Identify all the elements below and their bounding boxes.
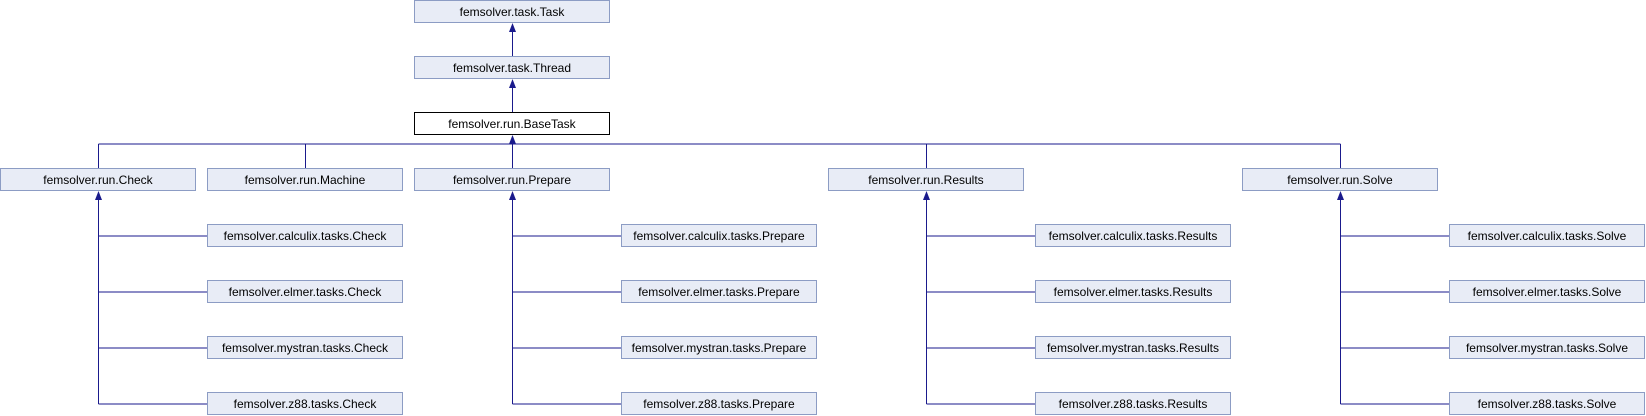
- node-femsolver-calculix-tasks-prepare[interactable]: femsolver.calculix.tasks.Prepare: [621, 224, 817, 247]
- node-femsolver-z88-tasks-check[interactable]: femsolver.z88.tasks.Check: [207, 392, 403, 415]
- edge-arrowhead: [509, 23, 516, 32]
- node-femsolver-calculix-tasks-solve[interactable]: femsolver.calculix.tasks.Solve: [1449, 224, 1645, 247]
- edge-arrowhead: [509, 79, 516, 88]
- node-femsolver-mystran-tasks-prepare[interactable]: femsolver.mystran.tasks.Prepare: [621, 336, 817, 359]
- node-femsolver-mystran-tasks-results[interactable]: femsolver.mystran.tasks.Results: [1035, 336, 1231, 359]
- node-femsolver-run-results[interactable]: femsolver.run.Results: [828, 168, 1024, 191]
- node-femsolver-run-solve[interactable]: femsolver.run.Solve: [1242, 168, 1438, 191]
- node-femsolver-elmer-tasks-solve[interactable]: femsolver.elmer.tasks.Solve: [1449, 280, 1645, 303]
- node-femsolver-task-thread[interactable]: femsolver.task.Thread: [414, 56, 610, 79]
- node-femsolver-run-check[interactable]: femsolver.run.Check: [0, 168, 196, 191]
- edge-arrowhead: [1337, 191, 1344, 200]
- node-femsolver-z88-tasks-prepare[interactable]: femsolver.z88.tasks.Prepare: [621, 392, 817, 415]
- node-femsolver-elmer-tasks-check[interactable]: femsolver.elmer.tasks.Check: [207, 280, 403, 303]
- edge-arrowhead: [509, 135, 516, 144]
- edge-arrowhead: [95, 191, 102, 200]
- node-femsolver-run-basetask: femsolver.run.BaseTask: [414, 112, 610, 135]
- node-femsolver-elmer-tasks-prepare[interactable]: femsolver.elmer.tasks.Prepare: [621, 280, 817, 303]
- node-femsolver-z88-tasks-results[interactable]: femsolver.z88.tasks.Results: [1035, 392, 1231, 415]
- node-femsolver-run-prepare[interactable]: femsolver.run.Prepare: [414, 168, 610, 191]
- node-femsolver-task-task[interactable]: femsolver.task.Task: [414, 0, 610, 23]
- node-femsolver-mystran-tasks-solve[interactable]: femsolver.mystran.tasks.Solve: [1449, 336, 1645, 359]
- edge-arrowhead: [923, 191, 930, 200]
- node-femsolver-run-machine[interactable]: femsolver.run.Machine: [207, 168, 403, 191]
- node-femsolver-calculix-tasks-check[interactable]: femsolver.calculix.tasks.Check: [207, 224, 403, 247]
- node-femsolver-elmer-tasks-results[interactable]: femsolver.elmer.tasks.Results: [1035, 280, 1231, 303]
- node-femsolver-z88-tasks-solve[interactable]: femsolver.z88.tasks.Solve: [1449, 392, 1645, 415]
- node-femsolver-mystran-tasks-check[interactable]: femsolver.mystran.tasks.Check: [207, 336, 403, 359]
- edge-arrowhead: [509, 191, 516, 200]
- node-femsolver-calculix-tasks-results[interactable]: femsolver.calculix.tasks.Results: [1035, 224, 1231, 247]
